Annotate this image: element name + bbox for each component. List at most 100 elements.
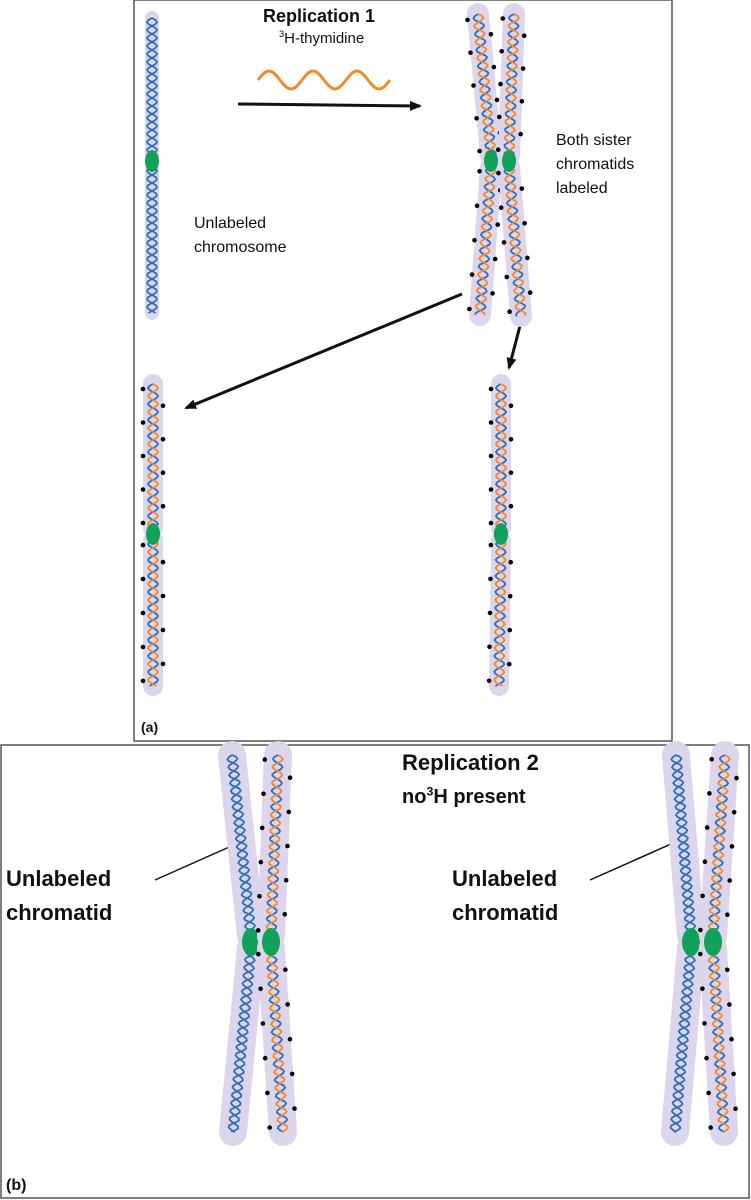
tritium-label-dot	[520, 66, 526, 71]
thymidine-superscript: 3	[279, 29, 285, 39]
tritium-label-dot	[467, 306, 472, 312]
tritium-label-dot	[140, 453, 146, 459]
dna-strand-unlabeled	[670, 754, 697, 937]
tritium-label-dot	[499, 49, 505, 54]
tritium-label-dot	[487, 610, 493, 616]
tritium-label-dot	[521, 33, 527, 38]
tritium-label-dot	[490, 291, 495, 296]
tritium-label-dot	[698, 951, 703, 957]
tritium-label-dot	[287, 775, 293, 780]
tritium-label-dot	[704, 825, 710, 830]
panel-b-tag: (b)	[6, 1177, 27, 1194]
tritium-label-dot	[471, 83, 476, 88]
tritium-label-dot	[725, 967, 730, 973]
unlabeled-line-1: Unlabeled	[194, 215, 267, 232]
dna-strand-labeled	[265, 947, 289, 1133]
unlabeled-chromatid-left: Unlabeled chromatid	[6, 862, 112, 930]
tritium-label-dot	[508, 403, 514, 409]
centromere	[146, 523, 160, 545]
tritium-label-dot	[698, 927, 703, 933]
tritium-label-dot	[729, 1036, 734, 1042]
arrow-replication-1	[237, 100, 422, 111]
tritium-label-dot	[496, 170, 501, 176]
tritium-label-dot	[261, 791, 266, 797]
tritium-label-dot	[160, 470, 166, 476]
tritium-label-dot	[501, 240, 507, 245]
chromatid-b1-labeled	[255, 741, 297, 1146]
tritium-label-dot	[469, 272, 475, 277]
tritium-label-dot	[498, 81, 503, 87]
dna-strand-unlabeled	[145, 17, 159, 156]
tritium-label-dot	[706, 1090, 711, 1096]
tritium-label-dot	[519, 99, 525, 104]
dna-strand-labeled	[707, 947, 730, 1133]
tritium-label-dot	[140, 576, 146, 582]
dna-strand-labeled	[472, 13, 497, 156]
daughter-chromosome-right	[486, 374, 514, 696]
tritium-label-dot	[488, 32, 494, 37]
replication-2-title: Replication 2	[402, 750, 539, 775]
dna-strand-unlabeled	[145, 166, 159, 314]
tritium-label-dot	[287, 1036, 293, 1042]
arrow-to-left-chromosome	[184, 292, 463, 410]
left-chromatid-line-1: Unlabeled	[6, 866, 112, 891]
right-chromatid-line-2: chromatid	[452, 900, 559, 925]
tritium-label-dot	[522, 221, 527, 226]
centromere	[262, 928, 280, 956]
tritium-label-dot	[474, 116, 479, 121]
dna-strand-labeled	[707, 754, 731, 937]
tritium-label-dot	[700, 986, 705, 991]
chromatid-halo	[257, 741, 292, 950]
centromere	[145, 150, 159, 172]
tritium-label-dot	[731, 809, 737, 815]
tritium-label-dot	[257, 893, 262, 899]
tritium-label-dot	[525, 255, 530, 261]
tritium-label-dot	[527, 290, 533, 295]
tritium-label-dot	[140, 420, 146, 425]
tritium-label-dot	[289, 1071, 295, 1077]
dna-strand-labeled	[474, 166, 497, 316]
dna-strand-labeled	[503, 166, 527, 316]
tritium-label-dot	[488, 542, 494, 548]
unlabeled-chromosome	[145, 11, 159, 320]
chromatid-halo	[218, 741, 265, 950]
tritium-label-dot	[160, 559, 166, 565]
unlabeled-chromatid-right: Unlabeled chromatid	[452, 862, 558, 930]
dna-strand-unlabeled	[265, 947, 289, 1133]
no-3h-pre: no	[402, 786, 427, 808]
tritium-label-dot	[160, 503, 166, 509]
unlabeled-line-2: chromosome	[194, 239, 287, 256]
thymidine-wave	[256, 69, 392, 91]
tritium-label-dot	[140, 487, 146, 492]
tritium-label-dot	[283, 967, 288, 972]
thymidine-label: 3H-thymidine	[279, 29, 364, 47]
tritium-label-dot	[262, 757, 268, 762]
tritium-label-dot	[497, 114, 502, 120]
tritium-label-dot	[488, 420, 494, 425]
chromatid-b1-unlabeled	[218, 741, 265, 1146]
tritium-label-dot	[140, 610, 146, 616]
tritium-label-dot	[286, 809, 292, 815]
left-chromatid-line-2: chromatid	[6, 900, 113, 925]
centromere	[484, 150, 498, 172]
tritium-label-dot	[725, 912, 730, 917]
tritium-label-dot	[283, 877, 289, 883]
dna-strand-unlabeled	[227, 947, 256, 1133]
leader-line-right	[589, 839, 681, 881]
tritium-label-dot	[140, 644, 146, 650]
tritium-label-dot	[160, 661, 166, 667]
panel-a-frame	[133, 0, 673, 742]
no-3h-post: H present	[433, 786, 526, 808]
tritium-label-dot	[486, 678, 492, 684]
tritium-label-dot	[708, 1125, 713, 1130]
tritium-label-dot	[160, 437, 166, 442]
tritium-label-dot	[700, 893, 705, 899]
tritium-label-dot	[140, 542, 146, 548]
tritium-label-dot	[729, 844, 735, 849]
tritium-label-dot	[709, 757, 714, 762]
tritium-label-dot	[491, 64, 497, 70]
chromatid-b2-labeled	[698, 741, 739, 1146]
tritium-label-dot	[500, 16, 506, 21]
sister-chromatid-a-right	[495, 3, 533, 327]
